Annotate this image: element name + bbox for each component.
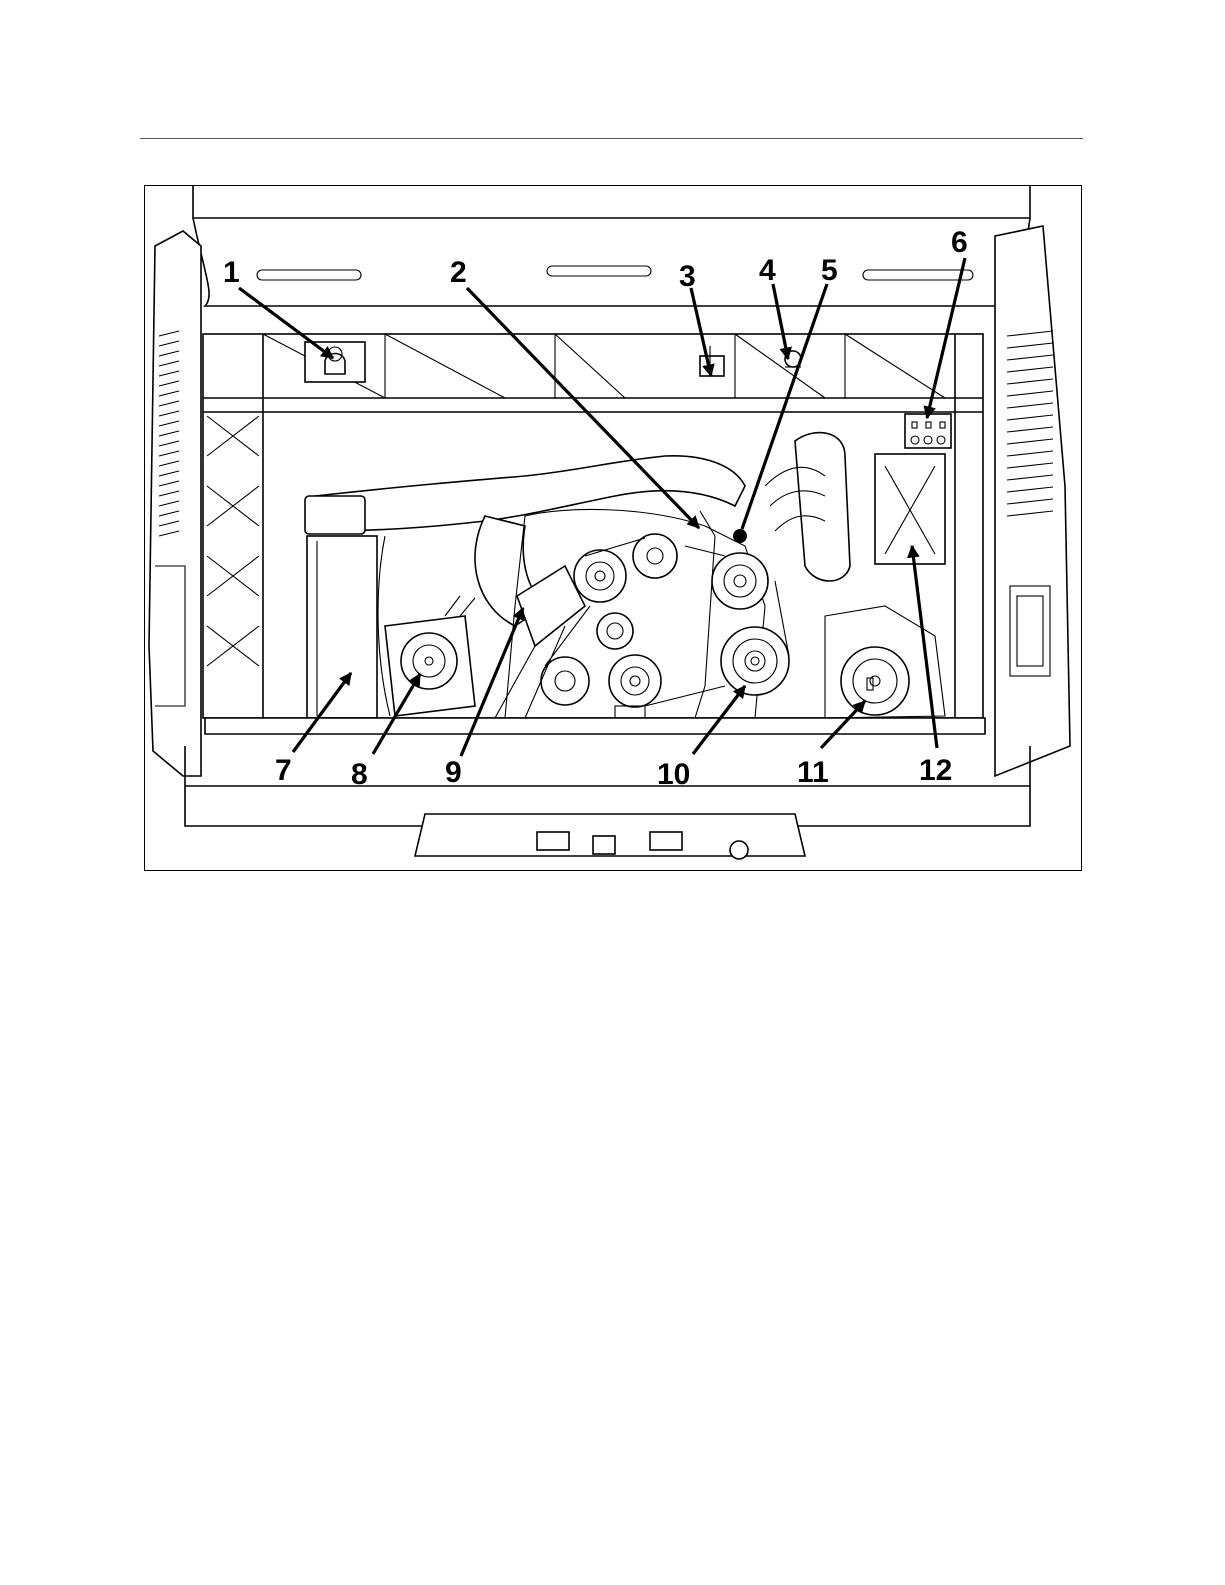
callout-4: 4 — [759, 254, 776, 287]
air-compressor-left — [385, 596, 475, 716]
callout-10: 10 — [657, 758, 690, 791]
arrow-1 — [239, 288, 333, 358]
callout-8: 8 — [351, 758, 368, 791]
arrow-4 — [773, 284, 788, 359]
compartment-lid — [193, 186, 1030, 306]
callout-11: 11 — [797, 756, 829, 789]
callout-7: 7 — [275, 754, 292, 787]
callout-6: 6 — [951, 226, 968, 259]
callout-12: 12 — [919, 754, 952, 787]
junction-box — [905, 414, 951, 448]
arrow-7 — [293, 673, 351, 752]
radiator — [307, 536, 377, 718]
rear-bumper — [185, 718, 1030, 859]
air-cleaner — [765, 433, 945, 581]
figure-frame: 1 2 3 4 5 6 7 8 9 10 11 12 — [144, 185, 1082, 871]
left-louvered-door — [149, 231, 201, 776]
callout-5: 5 — [821, 254, 838, 287]
surge-tank-cap — [305, 342, 365, 382]
callout-9: 9 — [445, 756, 462, 789]
callout-3: 3 — [679, 260, 696, 293]
callout-1: 1 — [223, 256, 240, 289]
right-louvered-door — [995, 226, 1070, 776]
arrow-6 — [927, 258, 965, 418]
header-rule — [140, 138, 1083, 139]
engine-compartment-illustration: 1 2 3 4 5 6 7 8 9 10 11 12 — [145, 186, 1081, 870]
arrow-5-dot — [733, 529, 747, 543]
callout-2: 2 — [450, 256, 467, 289]
